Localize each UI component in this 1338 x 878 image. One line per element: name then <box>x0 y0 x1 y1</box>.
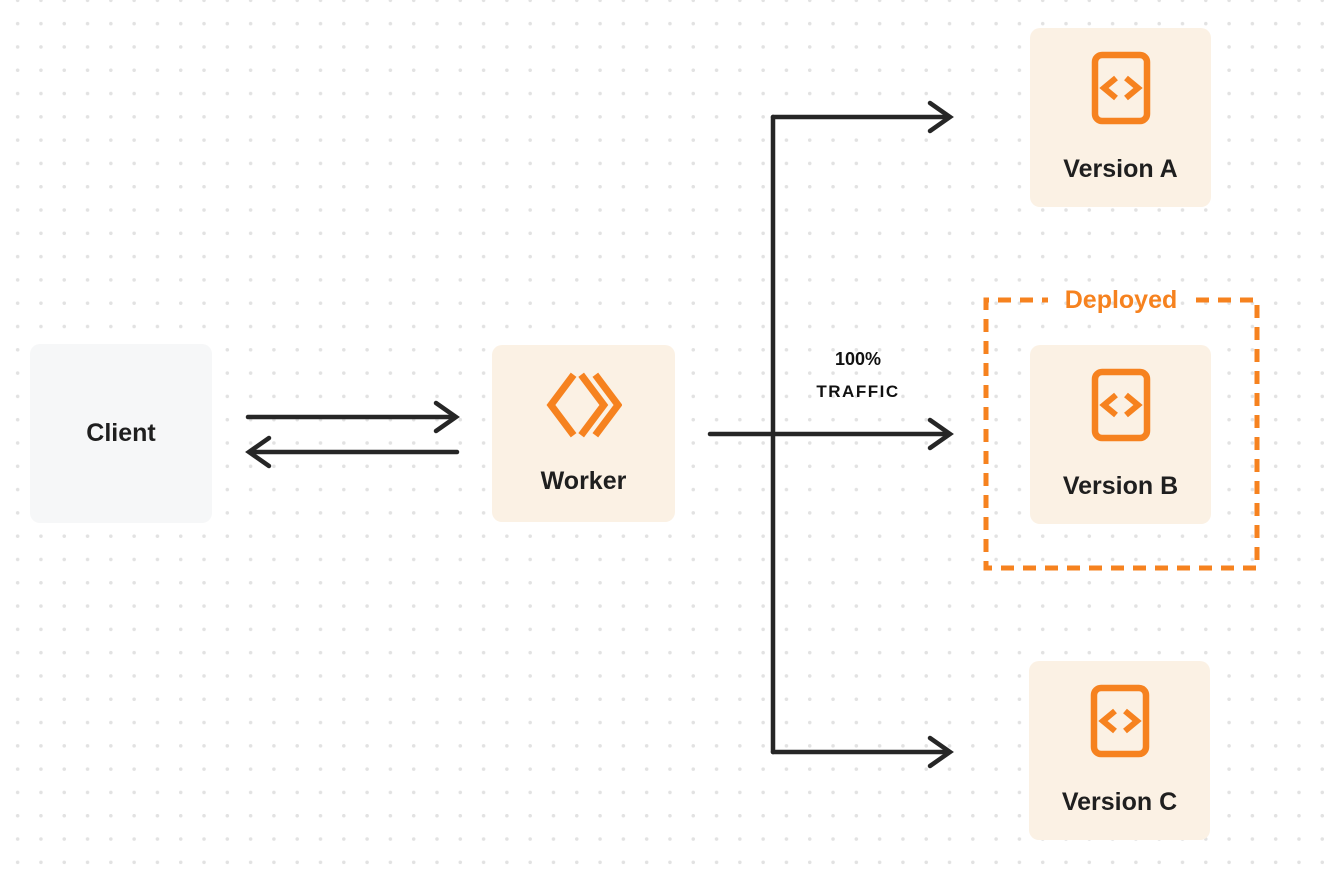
arrowhead-right-icon <box>927 417 954 451</box>
version-a-node: Version A <box>1030 28 1211 207</box>
version-b-label: Version B <box>1062 472 1179 501</box>
worker-label: Worker <box>540 467 627 496</box>
client-label: Client <box>86 419 156 448</box>
workers-logo-icon <box>546 372 622 438</box>
client-node: Client <box>30 344 212 523</box>
arrowhead-right-icon <box>927 100 954 134</box>
code-file-icon <box>1090 684 1149 758</box>
deployed-dashed-border <box>983 297 1260 571</box>
version-b-node: Version B <box>1030 345 1211 524</box>
worker-node: Worker <box>492 345 675 522</box>
arrowhead-right-icon <box>433 400 460 434</box>
arrowhead-right-icon <box>927 735 954 769</box>
version-a-label: Version A <box>1063 155 1178 184</box>
traffic-percent: 100% <box>834 349 882 369</box>
code-file-icon <box>1091 368 1150 442</box>
arrowhead-left-icon <box>245 435 272 469</box>
traffic-label: 100% TRAFFIC <box>778 350 938 400</box>
version-c-label: Version C <box>1061 788 1178 817</box>
code-file-icon <box>1091 51 1150 125</box>
traffic-word: TRAFFIC <box>816 382 900 401</box>
version-c-node: Version C <box>1029 661 1210 840</box>
deployed-badge: Deployed <box>1064 286 1178 314</box>
